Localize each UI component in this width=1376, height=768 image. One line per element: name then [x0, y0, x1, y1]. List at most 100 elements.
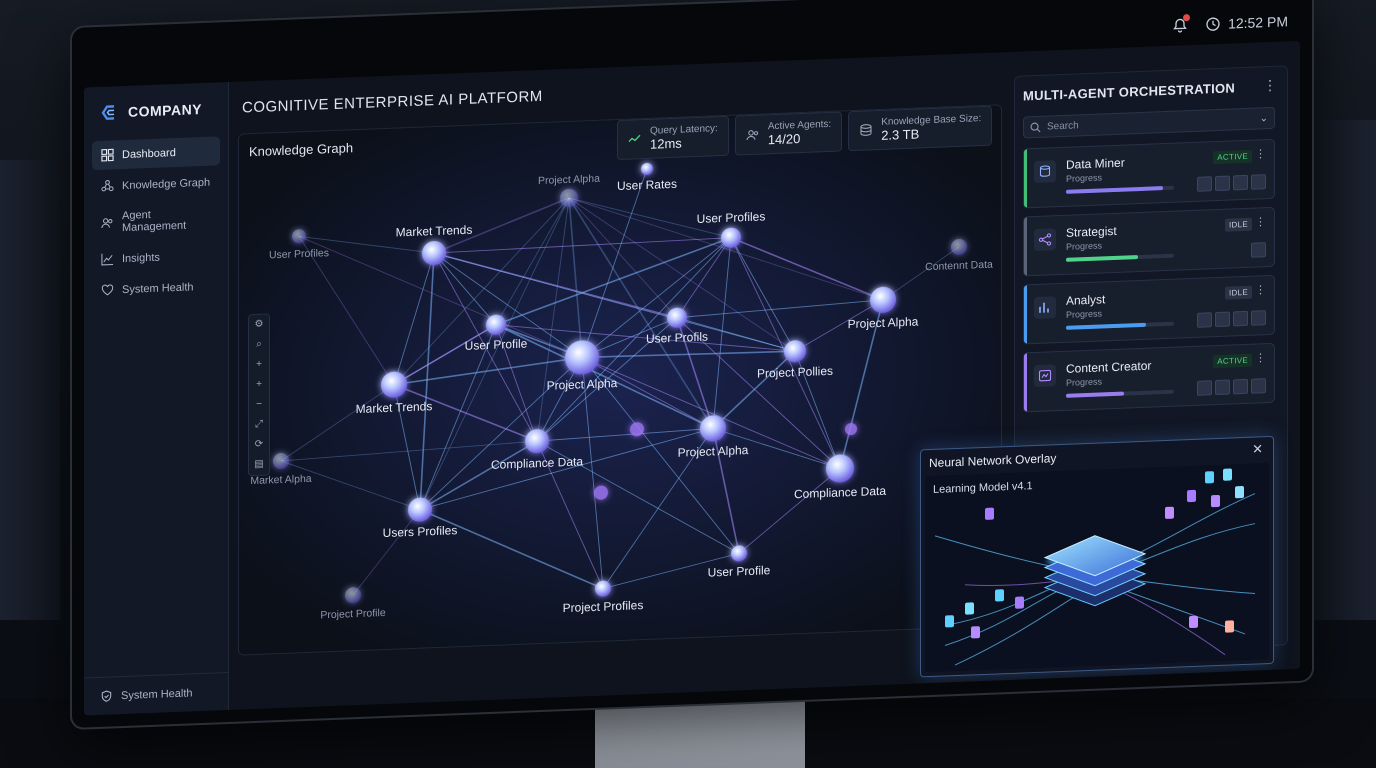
search-icon[interactable]: ⌕	[256, 338, 262, 350]
bell-icon[interactable]	[1172, 14, 1191, 34]
agent-tool-icon[interactable]	[1215, 311, 1230, 328]
zoom-out-icon[interactable]: −	[256, 398, 262, 410]
fit-icon[interactable]: ⤢	[255, 418, 263, 430]
graph-node-label: Project Alpha	[678, 443, 749, 460]
graph-node[interactable]	[273, 452, 289, 470]
graph-node[interactable]	[560, 188, 578, 208]
graph-edge	[495, 324, 796, 352]
sidebar-item-agent-management[interactable]: Agent Management	[92, 198, 220, 243]
sidebar-item-system-health[interactable]: System Health	[92, 271, 220, 305]
graph-node[interactable]	[870, 286, 896, 313]
graph-node[interactable]	[595, 580, 611, 597]
graph-node[interactable]	[408, 497, 432, 522]
heart-icon	[101, 284, 114, 296]
layers-icon[interactable]: ▤	[254, 458, 264, 470]
graph-edge	[568, 197, 583, 358]
edit-icon	[1038, 369, 1052, 382]
agent-progress-label: Progress	[1066, 376, 1103, 388]
panel-menu-icon[interactable]: ⋮	[1263, 76, 1277, 94]
users-icon	[746, 130, 758, 141]
graph-node[interactable]	[845, 423, 857, 436]
more-options-icon[interactable]: ⋮	[1255, 148, 1266, 161]
more-options-icon[interactable]: ⋮	[1255, 284, 1266, 297]
agent-tool-icon[interactable]	[1197, 176, 1212, 192]
agent-tool-icon[interactable]	[1251, 174, 1266, 190]
agent-tool-icon[interactable]	[1251, 378, 1266, 394]
graph-edge	[393, 356, 583, 386]
graph-edge	[433, 197, 570, 254]
stat-value: 2.3 TB	[881, 126, 920, 143]
graph-node[interactable]	[422, 241, 446, 266]
close-icon[interactable]: ✕	[1252, 441, 1263, 457]
agent-tool-icon[interactable]	[1251, 242, 1266, 258]
graph-edge	[298, 235, 435, 254]
graph-edge	[352, 509, 421, 596]
agent-tools	[1251, 242, 1266, 258]
agent-tool-icon[interactable]	[1251, 310, 1266, 326]
settings-icon[interactable]: ⚙	[254, 318, 264, 330]
graph-node[interactable]	[826, 454, 854, 483]
sidebar-item-system-health-footer[interactable]: System Health	[84, 672, 228, 716]
agent-tool-icon[interactable]	[1233, 174, 1248, 191]
sidebar-footer-label: System Health	[121, 686, 193, 702]
background-pillar	[1306, 120, 1376, 620]
graph-edge	[433, 237, 732, 254]
graph-node[interactable]	[381, 371, 407, 398]
graph-edge	[433, 252, 538, 442]
background-pillar	[0, 160, 60, 620]
graph-edge	[495, 323, 714, 430]
graph-node[interactable]	[641, 162, 653, 175]
clock: 12:52 PM	[1206, 13, 1288, 32]
pin-icon[interactable]: +	[256, 358, 262, 370]
refresh-icon[interactable]: ⟳	[254, 438, 264, 450]
more-options-icon[interactable]: ⋮	[1255, 216, 1266, 229]
sidebar-item-knowledge-graph[interactable]: Knowledge Graph	[92, 167, 220, 201]
chevron-down-icon[interactable]: ⌄	[1259, 112, 1268, 124]
neural-network-illustration	[925, 463, 1269, 673]
graph-node[interactable]	[486, 314, 506, 335]
graph-node[interactable]	[667, 307, 687, 328]
agent-tool-icon[interactable]	[1233, 310, 1248, 327]
agent-progress-fill	[1066, 322, 1146, 330]
graph-edge	[794, 351, 841, 469]
sidebar-item-label: Knowledge Graph	[122, 176, 211, 192]
brand-logo[interactable]: COMPANY	[84, 82, 228, 140]
agent-progress-bar	[1066, 389, 1174, 398]
status-bar: 12:52 PM	[1172, 13, 1288, 33]
graph-node[interactable]	[951, 238, 967, 256]
graph-node[interactable]	[700, 415, 726, 442]
graph-node[interactable]	[594, 485, 608, 500]
graph-node[interactable]	[784, 340, 806, 363]
graph-node[interactable]	[731, 545, 747, 562]
status-badge: IDLE	[1225, 285, 1252, 300]
zoom-in-icon[interactable]: +	[256, 378, 262, 390]
graph-node[interactable]	[345, 587, 361, 604]
agent-search-input[interactable]: Search ⌄	[1023, 106, 1275, 139]
graph-node[interactable]	[630, 422, 644, 437]
graph-node[interactable]	[525, 429, 549, 454]
more-options-icon[interactable]: ⋮	[1255, 352, 1266, 365]
sidebar-item-insights[interactable]: Insights	[92, 240, 220, 274]
agent-tool-icon[interactable]	[1197, 312, 1212, 328]
agent-tool-icon[interactable]	[1233, 378, 1248, 395]
graph-edge	[536, 427, 714, 442]
agent-tool-icon[interactable]	[1197, 380, 1212, 396]
graph-node[interactable]	[292, 229, 306, 244]
graph-node[interactable]	[721, 227, 741, 248]
sidebar-item-dashboard[interactable]: Dashboard	[92, 136, 220, 171]
agent-tool-icon[interactable]	[1215, 175, 1230, 192]
graph-edge	[495, 324, 538, 442]
graph-edge	[602, 428, 714, 589]
agent-name: Analyst	[1066, 292, 1106, 308]
graph-edge	[393, 384, 421, 510]
graph-edge	[730, 237, 796, 352]
agent-accent-bar	[1024, 353, 1027, 412]
search-icon	[1030, 122, 1041, 132]
graph-node[interactable]	[565, 340, 599, 375]
agent-tool-icon[interactable]	[1215, 379, 1230, 396]
